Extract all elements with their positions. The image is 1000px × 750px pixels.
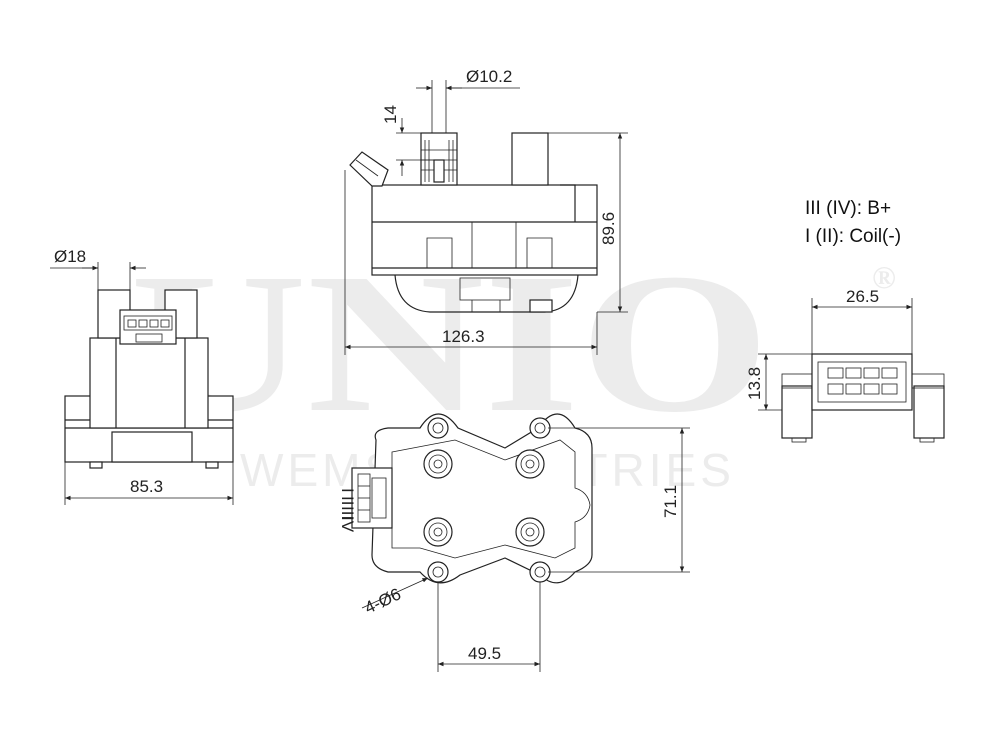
connector-view-right-tab	[913, 385, 945, 439]
pin-labels: I II III IV	[338, 488, 357, 533]
base-view-outline	[371, 413, 593, 584]
connector-view-housing	[811, 353, 913, 411]
front-view-dimensions: Ø10.2 14 89.6 126.3	[344, 67, 628, 355]
dim-connector-height: 13.8	[745, 367, 764, 400]
pin-label-2: II	[338, 496, 357, 505]
dim-side-diameter: Ø18	[54, 247, 86, 266]
dim-side-width: 85.3	[130, 477, 163, 496]
mount-holes	[427, 417, 551, 583]
pin-label-4: IV	[338, 516, 357, 533]
front-view	[349, 132, 598, 313]
watermark-registered: ®	[872, 259, 896, 295]
dim-overall-length: 126.3	[442, 327, 485, 346]
front-view-tower-right	[511, 132, 549, 186]
terminals	[423, 449, 545, 547]
connector-view	[781, 353, 945, 443]
pin-label-1: I	[338, 488, 357, 493]
base-view-dimensions: 71.1 4-Ø6 49.5	[362, 427, 690, 672]
dim-connector-width: 26.5	[846, 287, 879, 306]
connector-view-dimensions: 26.5 13.8	[745, 287, 913, 411]
dim-tower-height: 14	[381, 105, 400, 124]
pin-label-3: III	[338, 506, 357, 520]
side-view	[64, 289, 234, 469]
front-view-center-block	[459, 277, 511, 301]
front-view-body	[371, 184, 598, 276]
pin-legend: III (IV): B+ I (II): Coil(-)	[805, 198, 901, 247]
connector-view-left-tab	[781, 385, 813, 439]
front-view-lower-bulge	[394, 274, 579, 313]
dim-mount-holes: 4-Ø6	[362, 584, 404, 617]
base-view: I II III IV	[338, 413, 593, 584]
side-view-body	[89, 337, 209, 429]
dim-hole-spacing: 49.5	[468, 644, 501, 663]
legend-line-1: III (IV): B+	[805, 198, 891, 219]
dim-overall-height: 89.6	[599, 212, 618, 245]
side-view-dimensions: Ø18 85.3	[50, 247, 234, 505]
dim-tower-diameter: Ø10.2	[466, 67, 512, 86]
dim-base-height: 71.1	[661, 485, 680, 518]
base-view-inner-outline	[391, 439, 591, 559]
legend-line-2: I (II): Coil(-)	[805, 226, 901, 247]
front-view-foot	[529, 299, 553, 313]
